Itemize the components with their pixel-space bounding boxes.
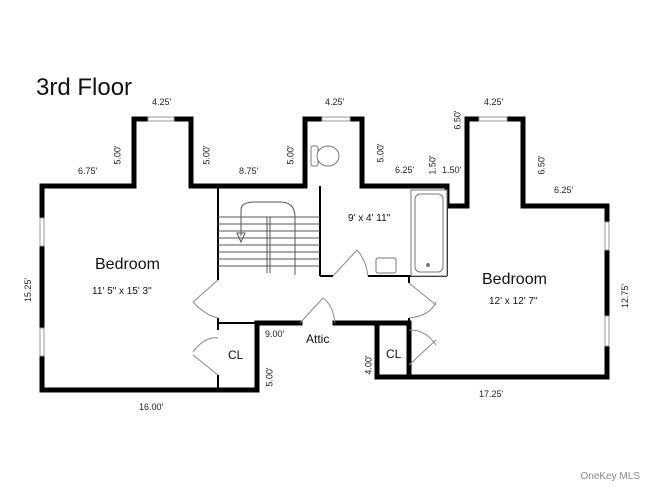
- dimension-label: 17.25': [479, 389, 504, 399]
- dimension-label: 5.00': [112, 145, 123, 165]
- windows: [39, 116, 610, 357]
- sink: [375, 257, 397, 274]
- dimension-label: 4.25': [325, 97, 345, 107]
- bathtub-basin: [414, 193, 444, 273]
- dimension-label: 5.00': [201, 145, 212, 165]
- dimension-label: 4.25': [484, 97, 504, 107]
- dimension-label: 1.50': [442, 165, 462, 175]
- room-label-closet-left: CL: [228, 348, 244, 362]
- dimension-label: 6.50': [452, 110, 463, 130]
- dimension-label: 15.25': [23, 277, 34, 303]
- fixtures: [310, 145, 448, 277]
- dimension-label: 5.00': [375, 143, 386, 163]
- room-size-bathroom: 9' x 4' 11": [348, 213, 391, 224]
- dimension-label: 1.50': [427, 155, 438, 175]
- dimension-label: 16.00': [139, 402, 164, 412]
- toilet-bowl: [316, 145, 340, 167]
- dimension-label: 8.75': [239, 166, 259, 176]
- dimension-label: 12.75': [620, 283, 631, 309]
- floor-title: 3rd Floor: [36, 74, 133, 101]
- room-label-closet-right: CL: [386, 347, 402, 361]
- dimension-label: 6.50': [536, 155, 547, 175]
- dimension-label: 4.00': [363, 355, 374, 375]
- dimension-label: 5.00': [285, 145, 296, 165]
- room-size-bedroom-right: 12' x 12' 7": [489, 296, 538, 307]
- dimension-label: 6.75': [78, 166, 98, 176]
- room-label-bedroom-right: Bedroom: [482, 271, 547, 288]
- room-size-bedroom-left: 11' 5" x 15' 3": [92, 286, 152, 297]
- room-label-attic: Attic: [306, 332, 330, 346]
- dimension-label: 5.00': [264, 367, 275, 387]
- dimension-label: 6.25': [554, 185, 574, 195]
- watermark: OneKey MLS: [580, 471, 640, 482]
- dimension-label: 9.00': [265, 329, 285, 339]
- dimension-label: 6.25': [395, 165, 415, 175]
- doors: [192, 249, 437, 376]
- dimension-label: 4.25': [152, 97, 172, 107]
- room-label-bedroom-left: Bedroom: [95, 256, 160, 273]
- stairs: [218, 201, 320, 275]
